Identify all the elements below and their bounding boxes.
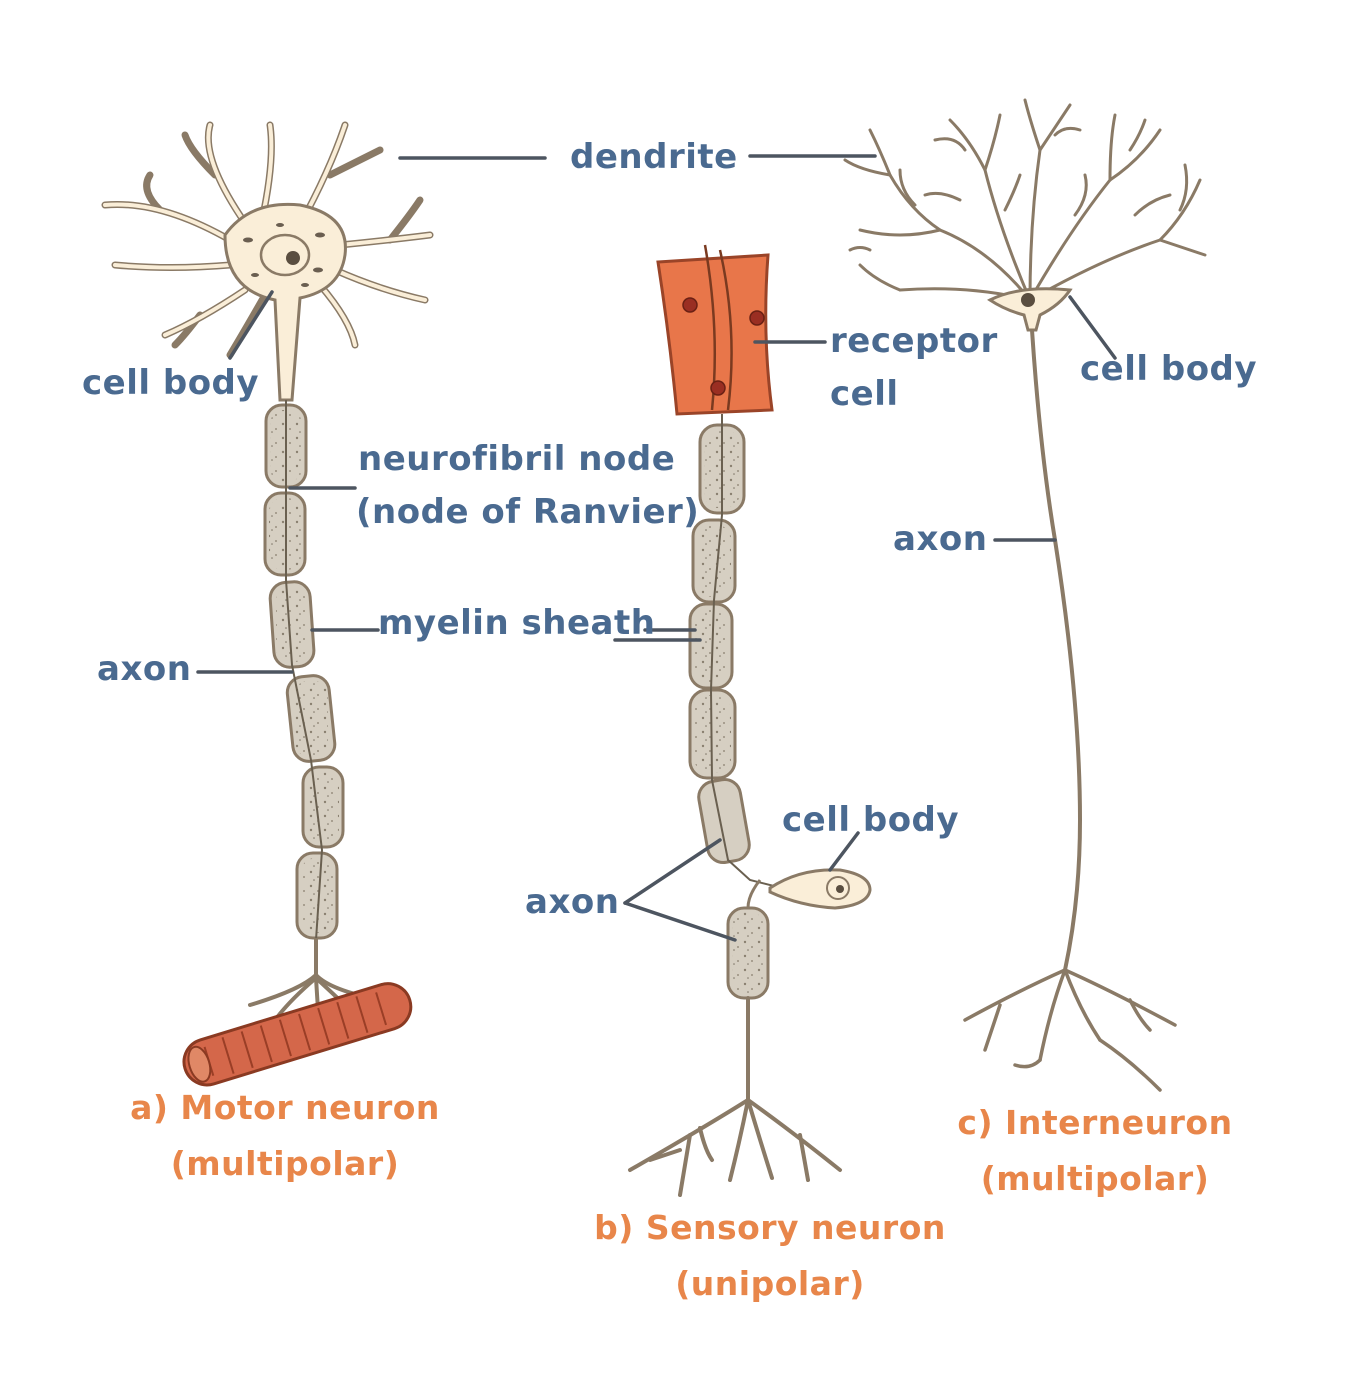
interneuron-dendritic-tree bbox=[843, 98, 1207, 302]
interneuron bbox=[843, 98, 1207, 1092]
interneuron-terminals bbox=[963, 968, 1177, 1092]
sensory-axon-label: axon bbox=[525, 882, 620, 922]
motor-axon-label: axon bbox=[97, 649, 192, 689]
motor-dendrites-fill bbox=[103, 123, 432, 347]
sensory-terminals bbox=[628, 996, 842, 1197]
inter-cell-body-leader bbox=[1068, 295, 1117, 360]
node-label-line2: (node of Ranvier) bbox=[356, 492, 700, 532]
node-label-line1: neurofibril node bbox=[358, 439, 676, 479]
motor-soma bbox=[223, 202, 347, 402]
motor-nissl-bodies bbox=[243, 223, 325, 287]
muscle-fiber bbox=[182, 982, 413, 1087]
inter-caption-line2: (multipolar) bbox=[980, 1159, 1210, 1198]
sensory-axon-core bbox=[709, 414, 791, 891]
motor-caption-line2: (multipolar) bbox=[170, 1144, 400, 1183]
motor-axon-core bbox=[285, 400, 324, 941]
receptor-label-line2: cell bbox=[830, 374, 899, 414]
motor-cell-body-leader bbox=[228, 290, 274, 360]
myelin-sheath-label: myelin sheath bbox=[378, 603, 656, 643]
interneuron-axon bbox=[1030, 329, 1083, 971]
motor-caption-line1: a) Motor neuron bbox=[130, 1088, 440, 1127]
sensory-neuron-caption: b) Sensory neuron (unipolar) bbox=[570, 1200, 970, 1312]
receptor-label-line1: receptor bbox=[830, 321, 998, 361]
motor-nucleolus bbox=[286, 251, 300, 265]
motor-neuron bbox=[101, 121, 434, 1087]
sensory-nucleus bbox=[826, 876, 850, 900]
leader-lines bbox=[196, 154, 1117, 942]
motor-neuron-caption: a) Motor neuron (multipolar) bbox=[110, 1080, 460, 1192]
motor-cell-body-label: cell body bbox=[82, 363, 260, 403]
sensory-soma bbox=[768, 868, 872, 910]
dendrite-label: dendrite bbox=[570, 137, 738, 177]
inter-caption-line1: c) Interneuron bbox=[957, 1103, 1233, 1142]
inter-cell-body-label: cell body bbox=[1080, 349, 1258, 389]
sensory-caption-line1: b) Sensory neuron bbox=[594, 1208, 946, 1247]
sensory-caption-line2: (unipolar) bbox=[675, 1264, 865, 1303]
sensory-cell-body-label: cell body bbox=[782, 800, 960, 840]
sensory-neuron bbox=[628, 244, 872, 1197]
sensory-axon-leader-up bbox=[623, 838, 722, 905]
sensory-cell-body-leader bbox=[828, 831, 860, 872]
interneuron-caption: c) Interneuron (multipolar) bbox=[940, 1095, 1250, 1207]
inter-axon-label: axon bbox=[893, 519, 988, 559]
interneuron-soma bbox=[987, 287, 1073, 332]
sensory-nucleolus bbox=[836, 885, 844, 893]
sensory-axon-leader-down bbox=[623, 901, 737, 942]
interneuron-nucleus bbox=[1021, 293, 1035, 307]
receptor-nuclei bbox=[682, 297, 765, 396]
motor-nucleus bbox=[259, 233, 311, 277]
